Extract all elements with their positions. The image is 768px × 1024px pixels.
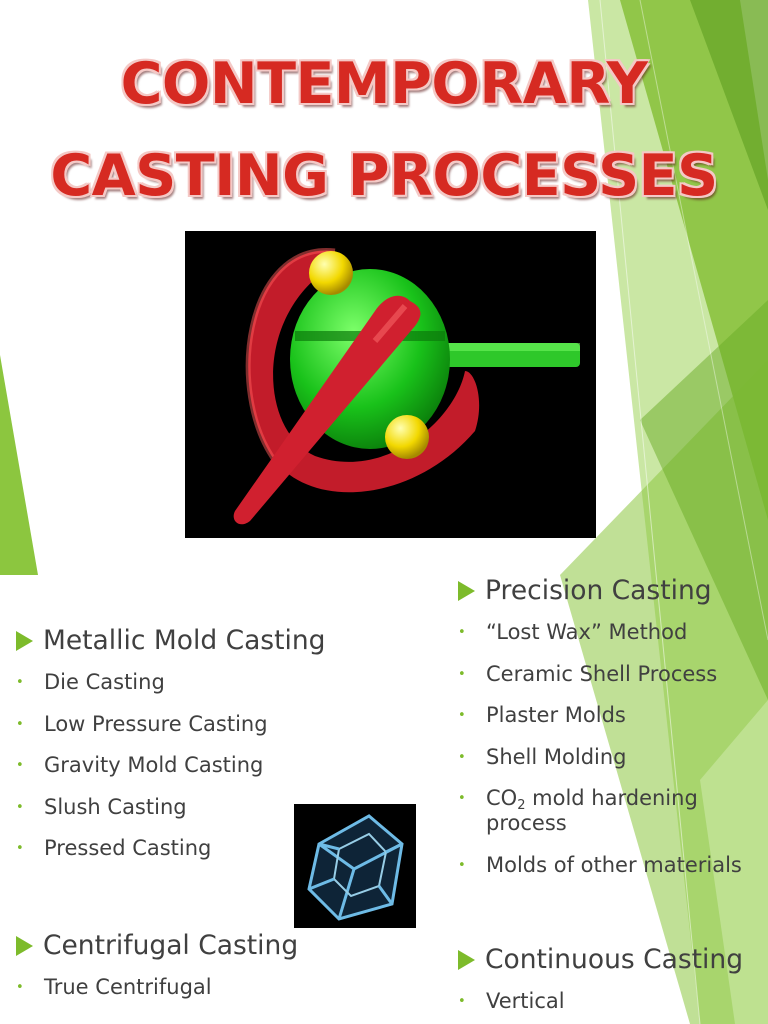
title-line-2: CASTING PROCESSES — [50, 143, 718, 210]
list-item: •Gravity Mold Casting — [16, 753, 264, 777]
continuous-section: Continuous Casting •Vertical — [458, 944, 743, 1014]
list-item: •Slush Casting — [16, 794, 187, 819]
list-item: •Shell Molding — [458, 744, 627, 769]
list-item: •Pressed Casting — [16, 836, 212, 860]
bullet-dot-icon: • — [16, 799, 24, 815]
bullet-dot-icon: • — [16, 675, 24, 690]
list-item: •Molds of other materials — [458, 852, 742, 877]
triangle-bullet-icon — [16, 630, 33, 651]
list-item: •True Centrifugal — [16, 975, 212, 999]
list-item: •Low Pressure Casting — [16, 711, 268, 736]
triangle-bullet-icon — [16, 935, 33, 956]
tesseract-cube-image — [294, 804, 416, 928]
metallic-mold-section: Metallic Mold Casting •Die Casting •Low … — [16, 625, 325, 861]
bullet-dot-icon: • — [458, 666, 466, 682]
bullet-dot-icon: • — [16, 841, 24, 856]
gyroscope-image — [185, 231, 596, 538]
bullet-dot-icon: • — [16, 980, 24, 995]
continuous-heading: Continuous Casting — [458, 944, 743, 975]
list-item: •Plaster Molds — [458, 703, 626, 727]
bullet-dot-icon: • — [458, 708, 466, 723]
triangle-bullet-icon — [458, 580, 475, 601]
centrifugal-section: Centrifugal Casting •True Centrifugal — [16, 930, 298, 1000]
centrifugal-heading: Centrifugal Casting — [16, 930, 298, 961]
slide-title: CONTEMPORARY CASTING PROCESSES — [0, 38, 768, 223]
bullet-dot-icon: • — [458, 994, 466, 1009]
title-line-1: CONTEMPORARY — [120, 51, 648, 117]
triangle-bullet-icon — [458, 949, 475, 970]
bullet-dot-icon: • — [458, 791, 466, 806]
list-item: •Ceramic Shell Process — [458, 661, 718, 686]
bullet-dot-icon: • — [458, 857, 466, 873]
bullet-dot-icon: • — [458, 625, 466, 640]
precision-section: Precision Casting •“Lost Wax” Method •Ce… — [458, 575, 768, 878]
bullet-dot-icon: • — [16, 758, 24, 773]
list-item-co2: •CO2 mold hardening process — [458, 786, 698, 835]
list-item: •Vertical — [458, 989, 565, 1013]
precision-heading: Precision Casting — [458, 575, 768, 606]
list-item: •“Lost Wax” Method — [458, 620, 688, 644]
metallic-mold-heading: Metallic Mold Casting — [16, 625, 325, 656]
bullet-dot-icon: • — [458, 749, 466, 765]
list-item: •Die Casting — [16, 670, 165, 694]
bullet-dot-icon: • — [16, 716, 24, 732]
